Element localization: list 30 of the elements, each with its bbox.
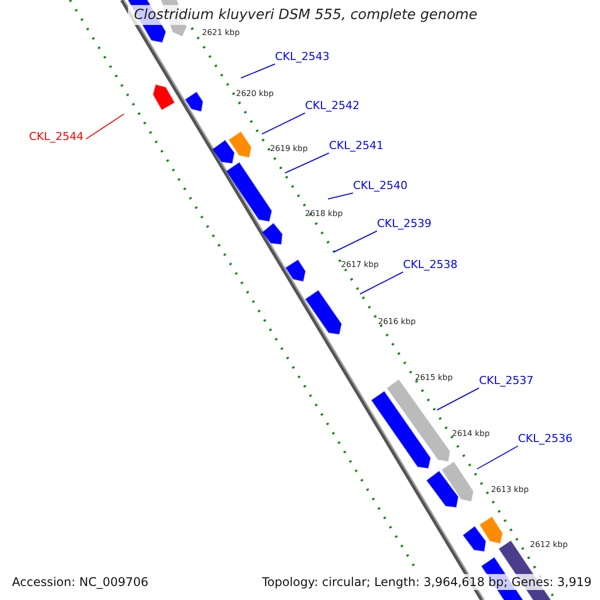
leader-line xyxy=(334,230,378,252)
footer-text: Topology: circular; Length: 3,964,618 bp; Genes: 3,919 xyxy=(260,574,594,590)
gene-label: CKL_2536 xyxy=(518,432,573,446)
gene-label: CKL_2544 xyxy=(29,130,84,144)
tick-label: 2620 kbp xyxy=(236,89,274,99)
tick-label: 2618 kbp xyxy=(305,209,343,219)
leader-line xyxy=(262,112,306,134)
leader-line xyxy=(284,152,330,174)
tick-label: 2614 kbp xyxy=(452,429,490,439)
tick-label: 2613 kbp xyxy=(491,485,529,495)
leader-line xyxy=(240,64,276,78)
tick-label: 2612 kbp xyxy=(530,540,568,550)
gene-label: CKL_2537 xyxy=(479,374,534,388)
tick-label: 2621 kbp xyxy=(202,28,240,38)
leader-line xyxy=(360,272,404,294)
gene-label: CKL_2541 xyxy=(329,139,384,153)
gene-label: CKL_2543 xyxy=(275,50,330,64)
footer-text: Accession: NC_009706 xyxy=(10,574,150,590)
gene-label: CKL_2542 xyxy=(305,99,360,113)
gene-label: CKL_2539 xyxy=(377,217,432,231)
tick-label: 2619 kbp xyxy=(270,144,308,154)
leader-line xyxy=(328,192,354,200)
tick-label: 2615 kbp xyxy=(415,373,453,383)
leader-line xyxy=(476,446,518,470)
leader-line xyxy=(436,388,480,410)
gene-label: CKL_2540 xyxy=(353,179,408,193)
gene-label: CKL_2538 xyxy=(403,258,458,272)
leader-line xyxy=(86,114,124,140)
tick-label: 2616 kbp xyxy=(378,317,416,327)
tick-label: 2617 kbp xyxy=(341,260,379,270)
